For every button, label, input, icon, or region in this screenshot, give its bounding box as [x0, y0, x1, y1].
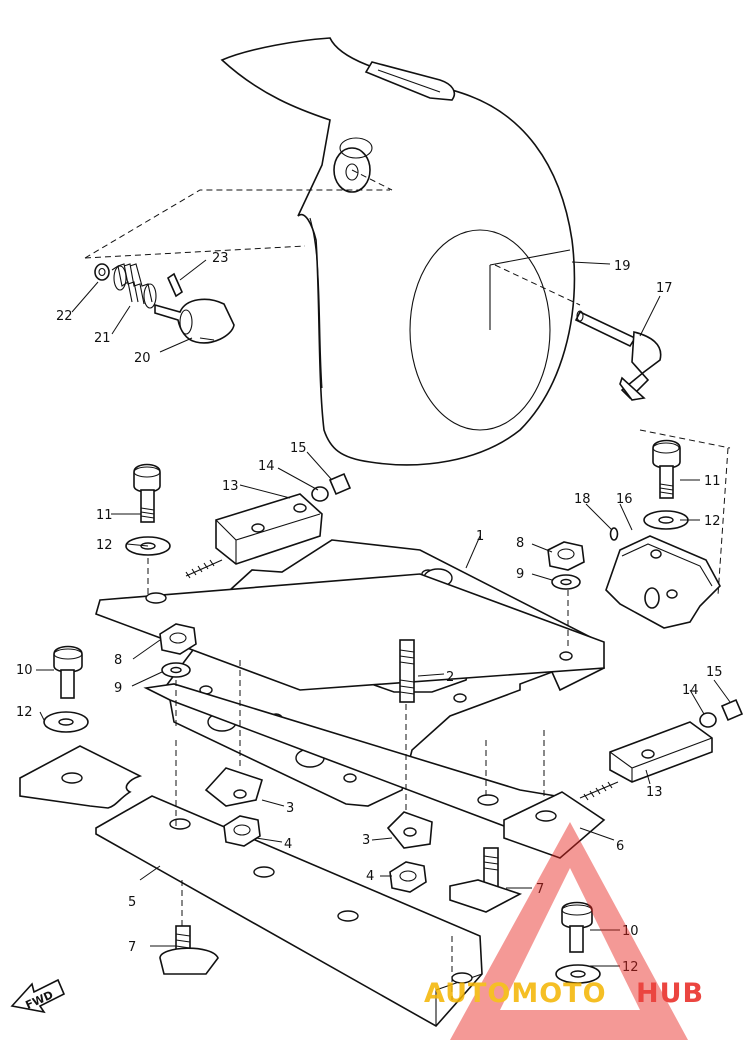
callout-10: 10: [622, 924, 639, 939]
spring-assembly: [94, 263, 235, 344]
bolt-10-left: [53, 645, 83, 699]
callout-20: 20: [134, 351, 151, 366]
watermark-triangle: [450, 822, 688, 1040]
callout-12: 12: [16, 705, 33, 720]
bolt-11-left: [133, 463, 161, 523]
callout-7: 7: [536, 882, 544, 897]
plate-6: [503, 791, 606, 859]
callout-1: 1: [476, 529, 484, 544]
callout-9: 9: [516, 567, 524, 582]
callout-labels: 1 2 3 3 4 4 5 6 7 7 8 8 9 9 10 10 11 11 …: [16, 251, 723, 975]
callout-9: 9: [114, 681, 122, 696]
small-nuts-14-15: [311, 472, 744, 728]
callout-13: 13: [222, 479, 239, 494]
pin-17: [574, 310, 662, 401]
callout-14: 14: [682, 683, 699, 698]
callout-10: 10: [16, 663, 33, 678]
callout-11: 11: [704, 474, 721, 489]
clips-3: [204, 767, 433, 849]
bracket-16: [605, 527, 721, 629]
base-plate-5: [95, 795, 483, 1028]
callout-14: 14: [258, 459, 275, 474]
callout-17: 17: [656, 281, 673, 296]
callout-2: 2: [446, 670, 454, 685]
callout-3: 3: [286, 801, 294, 816]
watermark-brand-part1: AUTOMOTO: [424, 978, 607, 1009]
left-strip: [19, 745, 143, 809]
spring-21: [111, 263, 157, 309]
callout-8: 8: [114, 653, 122, 668]
callout-15: 15: [290, 441, 307, 456]
upper-rail: [95, 573, 605, 691]
callout-11: 11: [96, 508, 113, 523]
callout-12: 12: [622, 960, 639, 975]
callout-21: 21: [94, 331, 111, 346]
callout-3: 3: [362, 833, 370, 848]
callout-7: 7: [128, 940, 136, 955]
callout-12: 12: [96, 538, 113, 553]
bolt-10-right: [561, 901, 593, 953]
callout-22: 22: [56, 309, 73, 324]
knob-20: [154, 298, 235, 344]
callout-15: 15: [706, 665, 723, 680]
clamp-13-left: [185, 493, 323, 579]
callout-13: 13: [646, 785, 663, 800]
motor-cover: [220, 37, 576, 466]
nuts-4: [223, 815, 427, 893]
watermark-brand-part2: HUB: [636, 978, 704, 1009]
callout-12: 12: [704, 514, 721, 529]
callout-4: 4: [284, 837, 292, 852]
callout-6: 6: [616, 839, 624, 854]
washers-12: [43, 510, 689, 984]
nuts-8-9: [159, 541, 585, 678]
callout-18: 18: [574, 492, 591, 507]
nameplate: [364, 61, 456, 101]
clamp-13-right: [579, 721, 713, 801]
callout-16: 16: [616, 492, 633, 507]
callout-8: 8: [516, 536, 524, 551]
forward-arrow: FWD: [10, 978, 66, 1014]
bolt-11-right: [652, 439, 681, 499]
studs-2-7: [159, 639, 523, 975]
callout-4: 4: [366, 869, 374, 884]
callout-23: 23: [212, 251, 229, 266]
callout-19: 19: [614, 259, 631, 274]
watermark-logo: AUTOMOTO HUB: [424, 822, 704, 1040]
callout-5: 5: [128, 895, 136, 910]
